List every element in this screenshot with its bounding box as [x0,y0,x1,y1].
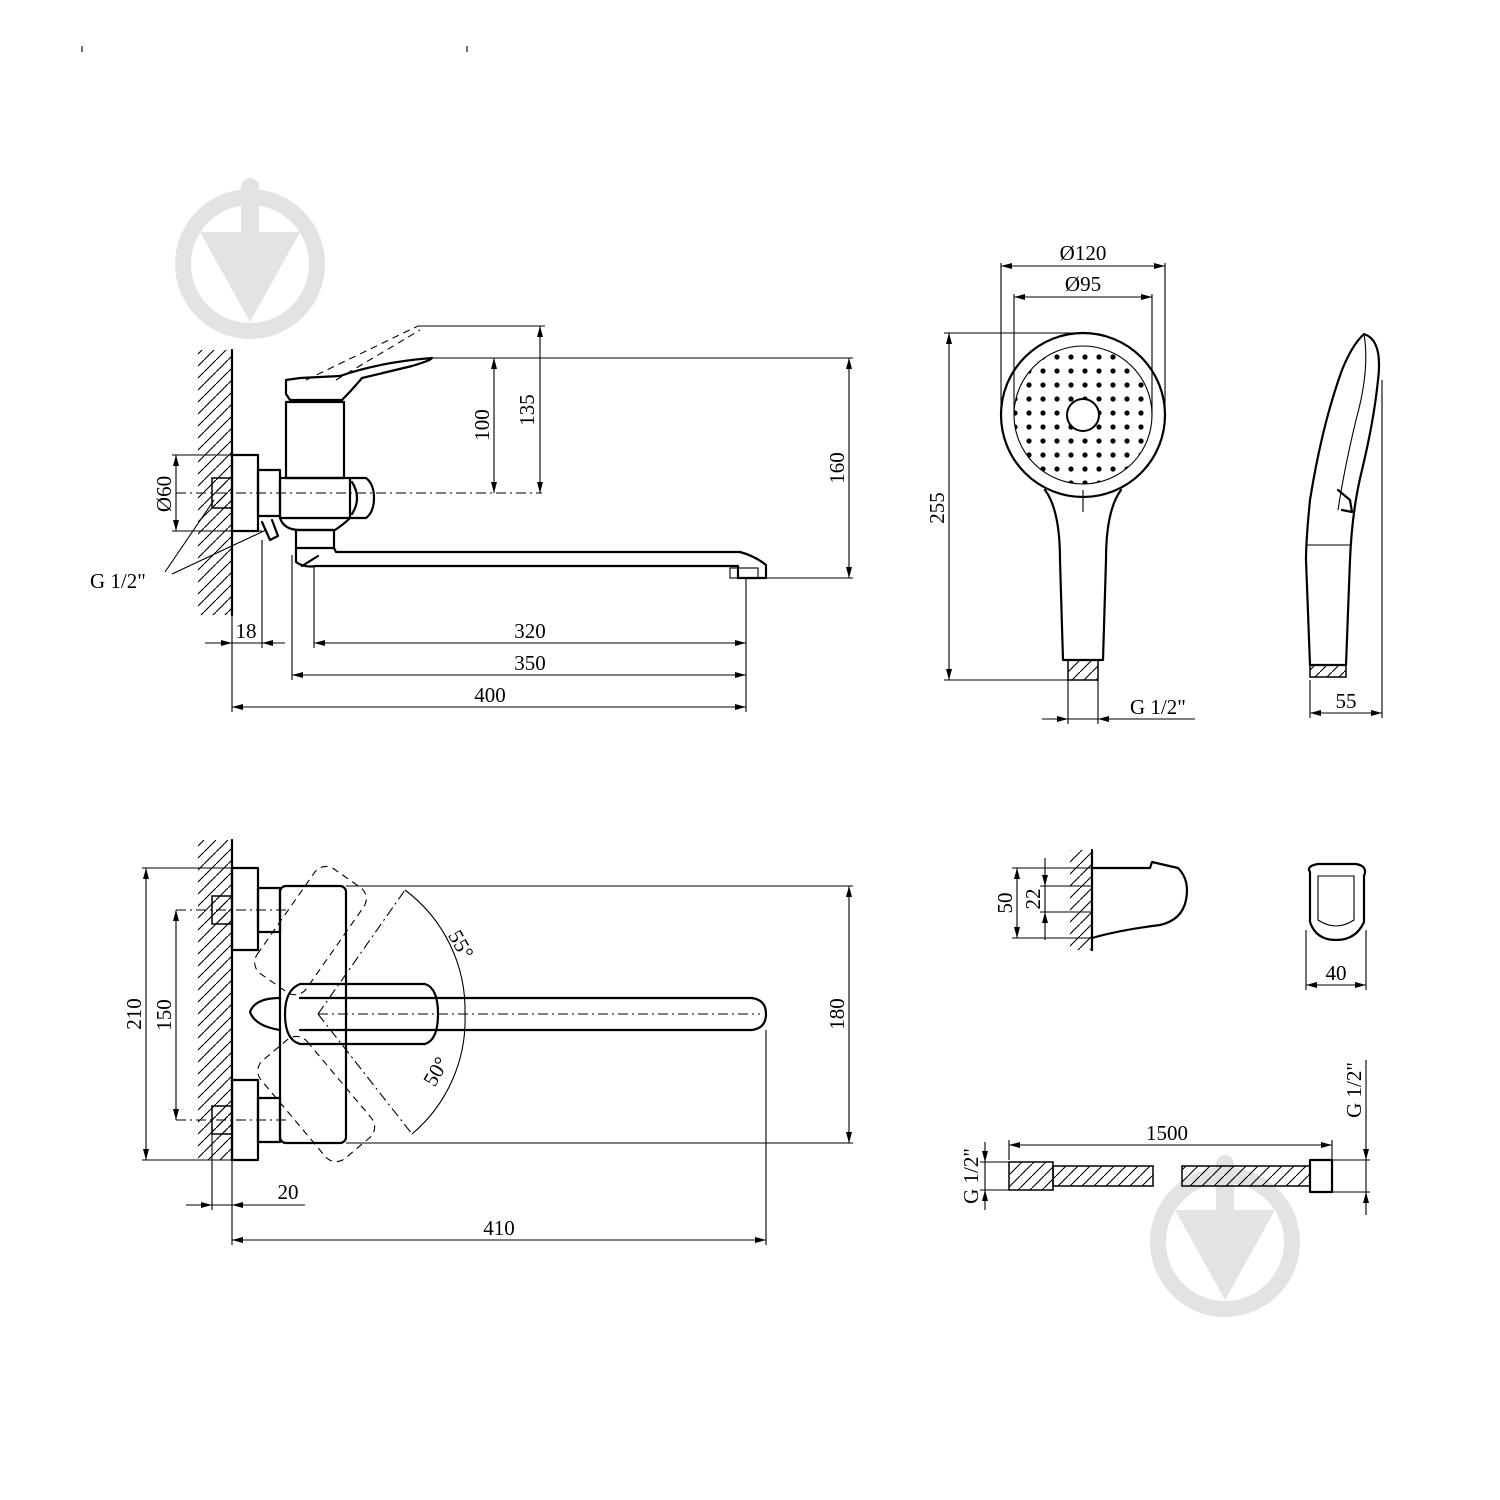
hose-segment-right [1181,1165,1311,1187]
angle-55: 55° [443,926,478,963]
dim-40: 40 [1326,961,1347,985]
angle-arc-55 [404,889,466,1015]
lever-right-rotated [257,1035,376,1163]
lever-handle [284,356,434,402]
angle-ray [317,1013,413,1135]
diverter-knob [348,476,376,520]
dim-d120: Ø120 [1060,241,1107,265]
shower-handle [1043,488,1123,662]
dim-210: 210 [122,998,146,1030]
shower-hose: 1500 G 1/2" G 1/2" [959,1060,1370,1215]
dim-20: 20 [278,1180,299,1204]
holder-wall-hatch [1070,850,1092,950]
dim-410: 410 [483,1216,515,1240]
escutcheon [260,518,280,542]
thread-label-shower: G 1/2" [1130,695,1186,719]
diverter-knob-detail [350,480,359,516]
shower-head-front: Ø120 Ø95 255 G 1/2" [925,241,1195,724]
shower-side-face [1337,333,1367,511]
dim-135: 135 [515,394,539,426]
dim-320: 320 [514,619,546,643]
dim-180: 180 [825,998,849,1030]
spout-joint [300,554,320,568]
dim-arrows [1014,868,1048,938]
thread-leader [164,499,215,573]
wall-holder-front: 40 [1305,862,1367,990]
holder-front-body [1307,862,1367,942]
dim-22: 22 [1021,889,1045,910]
mixer-body [278,476,352,520]
dim-400: 400 [474,683,506,707]
thread-label-hose-right: G 1/2" [1342,1062,1366,1118]
side-view: 135 100 160 Ø60 G 1/2" 18 320 350 [90,325,853,712]
lever-raised-outline-2 [335,329,421,381]
dim-255: 255 [925,492,949,524]
aerator [729,567,759,579]
hose-segment-left [1052,1165,1154,1187]
shower-side-thread [1309,664,1347,678]
dim-d60: Ø60 [152,476,176,512]
center-nozzle [1066,398,1100,432]
upper-eccentric [230,866,260,952]
dim-160: 160 [825,452,849,484]
shower-side-button [1336,488,1354,514]
thread-leader [171,529,267,575]
top-view: 55° 50° 210 150 180 20 410 [122,838,853,1245]
thread-label-hose-left: G 1/2" [959,1148,983,1204]
diverter-top [248,996,282,1032]
lever-top [283,982,440,1046]
thread-label-side: G 1/2" [90,569,146,593]
body-bottom [278,516,352,532]
holder-body [1090,860,1189,940]
shower-thread [1067,659,1099,681]
dim-1500: 1500 [1146,1121,1188,1145]
lever-left-rotated [254,865,367,996]
spout [294,546,768,580]
angle-arc-50 [411,1013,466,1135]
dim-150: 150 [152,999,176,1031]
dim-50: 50 [993,893,1017,914]
shower-side-profile [1304,332,1381,667]
spout-top [298,996,768,1032]
shower-head-side: 55 [1304,332,1383,718]
dim-d95: Ø95 [1065,272,1101,296]
angle-ray [317,889,406,1015]
mixer-body-top [278,884,348,1145]
dim-100: 100 [470,409,494,441]
lever-raised-outline [305,325,540,381]
dim-55: 55 [1336,689,1357,713]
wall-holder-side: 50 22 [993,848,1189,952]
spout-swivel [294,528,336,550]
cartridge-housing [284,400,346,480]
angle-50: 50° [418,1053,453,1090]
watermark-top-left [175,178,325,339]
dim-arrows [173,326,852,710]
dim-arrows [143,868,852,1243]
dim-350: 350 [514,651,546,675]
holder-front-cup [1317,875,1355,927]
hose-cone-end [1008,1161,1054,1191]
dim-18: 18 [236,619,257,643]
hose-nut [1308,1158,1334,1194]
